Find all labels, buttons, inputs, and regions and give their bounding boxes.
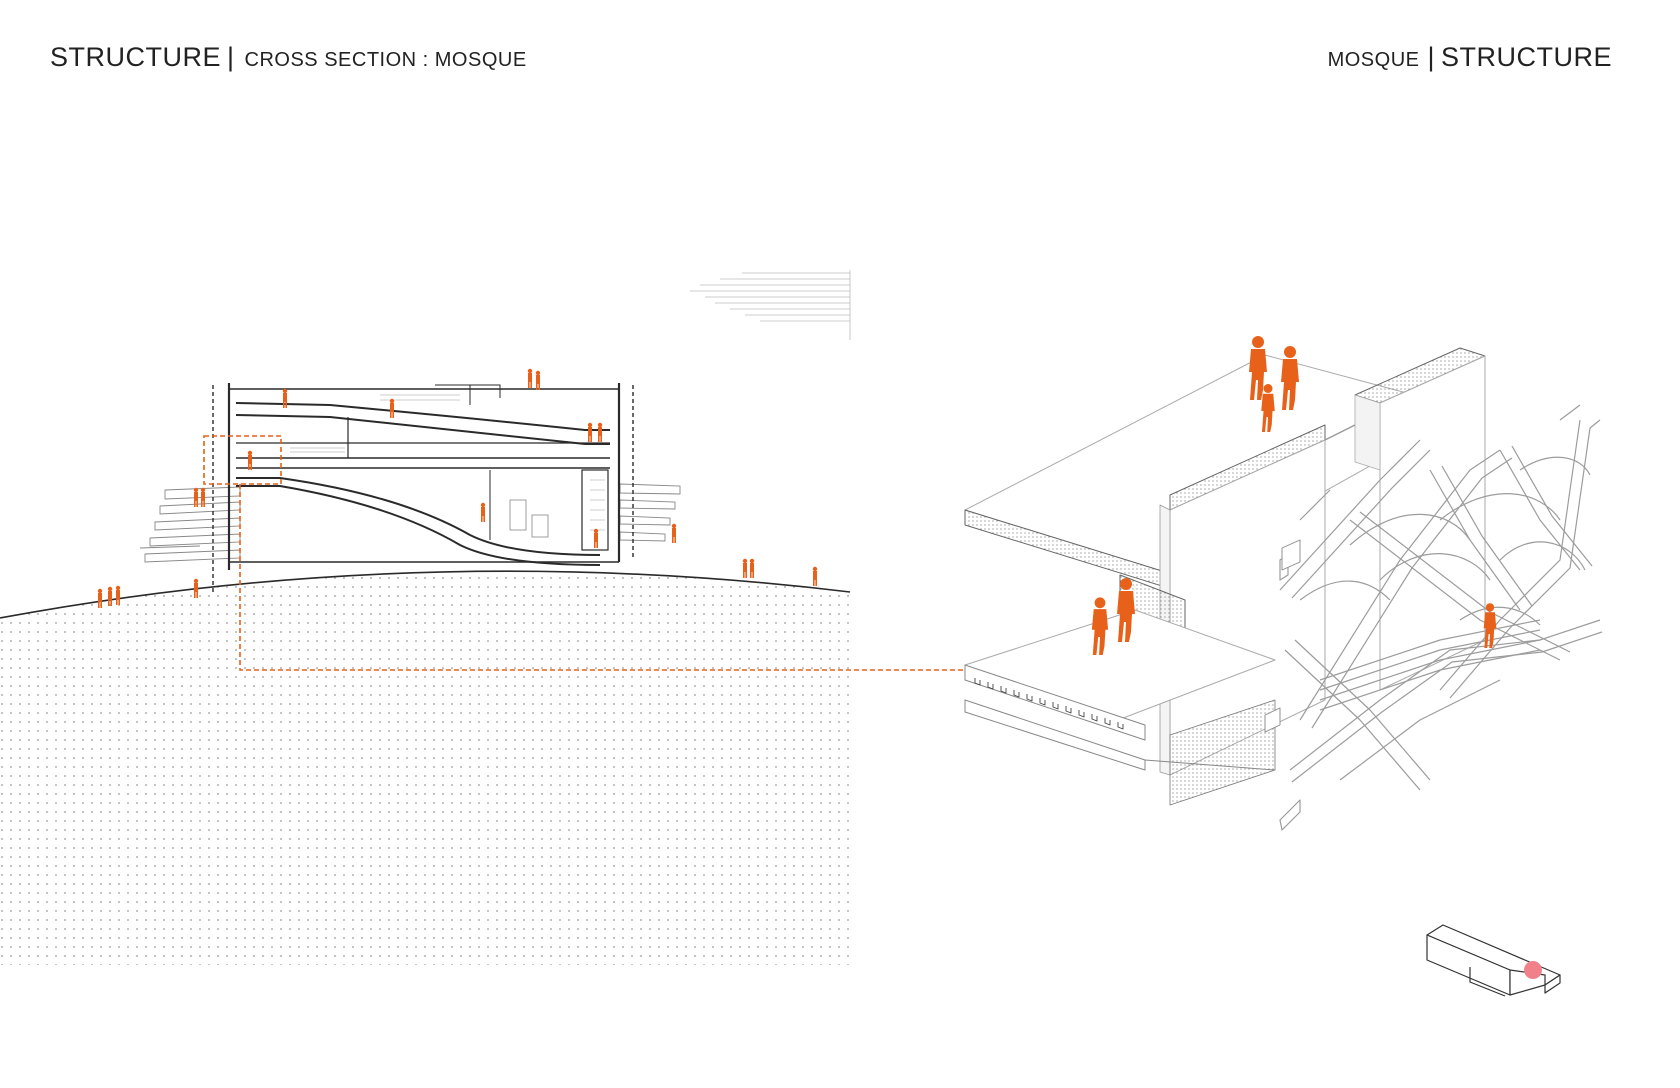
title-separator: | — [227, 42, 235, 72]
page-subtitle: CROSS SECTION : MOSQUE — [244, 49, 527, 71]
right-separator: | — [1427, 42, 1435, 72]
key-plan-diagram — [1426, 924, 1561, 997]
context-lines — [690, 270, 851, 340]
axonometric-structure — [964, 336, 1603, 831]
location-marker — [1524, 961, 1542, 979]
lattice-facade — [1279, 404, 1603, 831]
detail-callout — [203, 435, 965, 671]
page-title: STRUCTURE — [50, 42, 221, 72]
right-label: MOSQUE — [1327, 49, 1420, 71]
cross-section — [0, 368, 965, 965]
header-left: STRUCTURE| CROSS SECTION : MOSQUE — [50, 42, 527, 73]
header-right: MOSQUE |STRUCTURE — [1328, 42, 1612, 73]
right-title: STRUCTURE — [1441, 42, 1612, 72]
ground-line — [0, 570, 851, 619]
ground-fill — [0, 571, 850, 965]
right-balconies — [619, 483, 681, 542]
building-section — [212, 383, 634, 595]
left-balconies — [139, 486, 241, 563]
